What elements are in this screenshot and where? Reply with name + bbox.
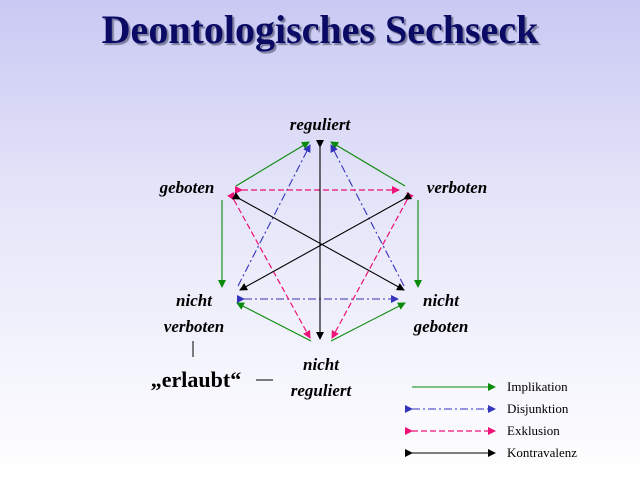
node-reguliert: reguliert <box>290 115 352 134</box>
legend-exclusion-label: Exklusion <box>507 423 560 438</box>
legend-implication-label: Implikation <box>507 379 568 394</box>
arrow-nicht-verboten-reguliert <box>237 144 311 287</box>
legend-disjunction-label: Disjunktion <box>507 401 569 416</box>
exclusion-arrows <box>227 186 414 339</box>
arrow-geboten-reguliert <box>235 141 310 187</box>
node-nicht-reguliert-line1: nicht <box>303 355 340 374</box>
node-verboten: verboten <box>427 178 487 197</box>
arrow-nicht-reguliert-nicht-verboten <box>236 302 312 342</box>
arrow-verboten-reguliert <box>330 141 406 187</box>
arrow-nicht-reguliert-nicht-geboten <box>330 302 406 342</box>
node-nicht-verboten-line1: nicht <box>176 291 213 310</box>
node-nicht-geboten-line2: geboten <box>413 317 469 336</box>
erlaubt-label: „erlaubt“ <box>151 367 241 392</box>
node-nicht-verboten-line2: verboten <box>164 317 224 336</box>
node-geboten: geboten <box>159 178 215 197</box>
arrow-verboten-nicht-reguliert <box>331 191 414 339</box>
arrow-verboten-nicht-verboten <box>239 192 413 291</box>
slide-title: Deontologisches Sechseck <box>101 7 539 52</box>
arrow-nicht-geboten-reguliert <box>330 144 405 287</box>
node-nicht-reguliert-line2: reguliert <box>291 381 353 400</box>
contravalence-arrows <box>231 140 413 340</box>
legend: Implikation Disjunktion Exklusion Kontra… <box>405 379 577 460</box>
arrow-geboten-nicht-reguliert <box>227 191 311 339</box>
node-nicht-geboten-line1: nicht <box>423 291 460 310</box>
legend-contravalence-label: Kontravalenz <box>507 445 577 460</box>
